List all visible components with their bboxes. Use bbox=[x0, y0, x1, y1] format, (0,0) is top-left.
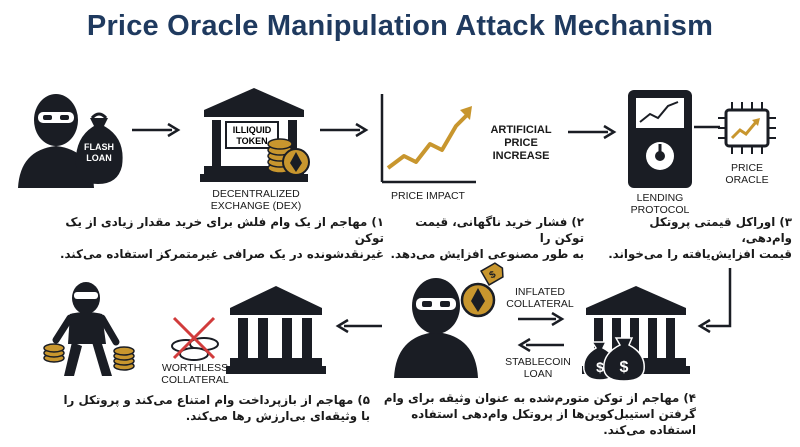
page-title: Price Oracle Manipulation Attack Mechani… bbox=[86, 10, 714, 42]
lending-label-line-2: PROTOCOL bbox=[630, 204, 690, 216]
step-5-line-1: ۵) مهاجم از بازپرداخت وام امتناع می‌کند … bbox=[63, 393, 370, 407]
illiquid-token-label-2: TOKEN bbox=[236, 136, 267, 146]
step-2-line-1: ۲) فشار خرید ناگهانی، قیمت توکن را bbox=[415, 215, 584, 245]
oracle-label-line-2: ORACLE bbox=[725, 174, 769, 186]
step-3-text: ۳) اوراکل قیمتی پروتکل وام‌دهی، قیمت افز… bbox=[596, 214, 792, 262]
step-1-line-2: غیرنقدشونده در یک صرافی غیرمتمرکز استفاد… bbox=[60, 247, 384, 261]
artificial-increase-label: ARTIFICIAL PRICE INCREASE bbox=[484, 124, 558, 163]
arrow-right-icon bbox=[132, 122, 181, 138]
lending-protocol-icon bbox=[628, 90, 692, 188]
arrow-left-icon bbox=[517, 338, 564, 352]
worthless-collateral-icon bbox=[171, 316, 219, 361]
step-3-line-1: ۳) اوراکل قیمتی پروتکل وام‌دهی، bbox=[649, 215, 792, 245]
lending-building-icon: $ $ bbox=[582, 286, 690, 382]
dex-building-icon: ILLIQUID TOKEN bbox=[200, 88, 310, 182]
inflated-label-line-2: COLLATERAL bbox=[506, 298, 574, 310]
inflated-label-line-1: INFLATED bbox=[515, 286, 565, 298]
attacker-collateral-icon: $ bbox=[394, 262, 504, 378]
stablecoin-loan-label: STABLECOIN LOAN bbox=[498, 356, 578, 380]
price-oracle-label: PRICE ORACLE bbox=[712, 162, 782, 186]
illiquid-token-label-1: ILLIQUID bbox=[233, 125, 272, 135]
artificial-label-line-3: INCREASE bbox=[492, 150, 550, 162]
step-1-line-1: ۱) مهاجم از یک وام فلش برای خرید مقدار ز… bbox=[65, 215, 384, 245]
price-impact-label: PRICE IMPACT bbox=[391, 190, 465, 202]
oracle-label-line-1: PRICE bbox=[730, 162, 764, 174]
dex-label: DECENTRALIZED EXCHANGE (DEX) bbox=[200, 188, 312, 212]
lending-protocol-label: LENDING PROTOCOL bbox=[618, 192, 702, 216]
step-2-line-2: به طور مصنوعی افزایش می‌دهد. bbox=[390, 247, 584, 261]
worthless-collateral-label: WORTHLESS COLLATERAL bbox=[150, 362, 240, 386]
arrow-right-icon bbox=[320, 122, 369, 138]
step-2-text: ۲) فشار خرید ناگهانی، قیمت توکن را به طو… bbox=[388, 214, 584, 262]
flash-loan-label-1: FLASH bbox=[84, 142, 114, 152]
step-4-text: ۴) مهاجم از توکن متورم‌شده به عنوان وثیق… bbox=[378, 390, 696, 438]
price-impact-chart-icon bbox=[380, 94, 476, 184]
step-4-line-2: گرفتن استیبل‌کوین‌ها از پروتکل وام‌دهی ا… bbox=[411, 407, 696, 421]
lending-label-line-1: LENDING bbox=[636, 192, 684, 204]
svg-text:$: $ bbox=[620, 359, 629, 376]
stablecoin-label-line-2: LOAN bbox=[523, 368, 553, 380]
worthless-label-line-1: WORTHLESS bbox=[161, 362, 229, 374]
dex-label-line-2: EXCHANGE (DEX) bbox=[210, 200, 302, 212]
step-4-line-1: ۴) مهاجم از توکن متورم‌شده به عنوان وثیق… bbox=[383, 391, 696, 405]
price-oracle-chip-icon bbox=[718, 102, 776, 154]
protocol-building-icon bbox=[226, 286, 326, 374]
step-3-line-2: قیمت افزایش‌یافته را می‌خواند. bbox=[608, 247, 792, 261]
arrow-right-icon bbox=[568, 124, 617, 140]
attacker-escape-icon bbox=[43, 282, 135, 376]
arrow-right-icon bbox=[518, 312, 565, 326]
artificial-label-line-2: PRICE bbox=[504, 137, 538, 149]
svg-text:$: $ bbox=[596, 359, 604, 375]
arrow-left-icon bbox=[335, 318, 382, 334]
worthless-label-line-2: COLLATERAL bbox=[161, 374, 229, 386]
step-5-text: ۵) مهاجم از بازپرداخت وام امتناع می‌کند … bbox=[40, 392, 370, 424]
dex-label-line-1: DECENTRALIZED bbox=[212, 188, 300, 200]
step-4-line-3: استفاده می‌کند. bbox=[603, 423, 696, 437]
inflated-collateral-label: INFLATED COLLATERAL bbox=[500, 286, 580, 310]
stablecoin-label-line-1: STABLECOIN bbox=[505, 356, 571, 368]
flash-loan-label-2: LOAN bbox=[86, 153, 112, 163]
attacker-flash-loan-icon: FLASH LOAN bbox=[18, 94, 123, 188]
artificial-label-line-1: ARTIFICIAL bbox=[490, 124, 552, 136]
oracle-connector bbox=[694, 125, 720, 129]
svg-text:$: $ bbox=[488, 269, 499, 282]
step-5-line-2: با وثیقه‌ای بی‌ارزش رها می‌کند. bbox=[185, 409, 370, 423]
down-left-arrow-icon bbox=[697, 268, 732, 334]
step-1-text: ۱) مهاجم از یک وام فلش برای خرید مقدار ز… bbox=[52, 214, 384, 262]
